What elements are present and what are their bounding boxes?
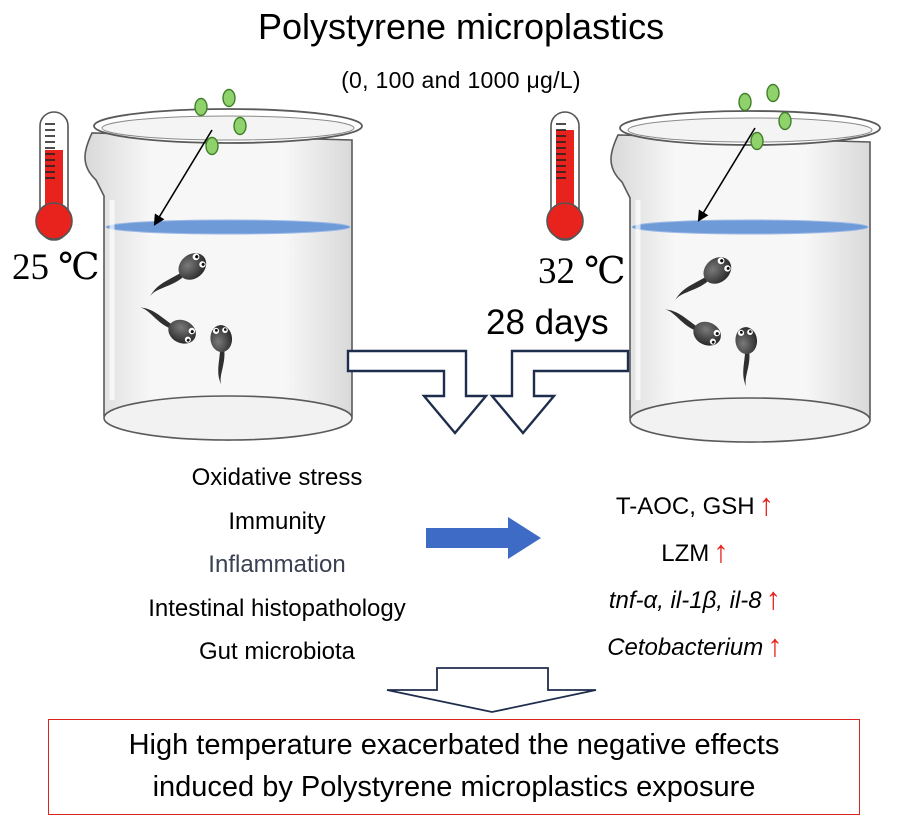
result-arrow xyxy=(426,517,541,559)
right-thermometer xyxy=(546,111,584,241)
increase-arrow-icon: ↑ xyxy=(767,628,783,663)
results-list: T-AOC, GSH↑ LZM↑ tnf-α, il-1β, il-8↑ Cet… xyxy=(560,482,830,670)
conclusion-arrow xyxy=(386,667,597,713)
increase-arrow-icon: ↑ xyxy=(758,487,775,522)
right-temperature-label: 32 ℃ xyxy=(538,251,626,292)
left-hollow-arrow xyxy=(346,349,489,435)
result-item: T-AOC, GSH↑ xyxy=(560,482,830,529)
effect-item: Immunity xyxy=(228,507,326,535)
effect-item: Intestinal histopathology xyxy=(148,594,406,622)
increase-arrow-icon: ↑ xyxy=(713,534,729,569)
result-text: LZM xyxy=(661,540,710,567)
left-thermometer xyxy=(35,111,73,241)
measured-effects-list: Oxidative stress Immunity Inflammation I… xyxy=(92,456,462,674)
left-temperature-label: 25 ℃ xyxy=(12,247,100,288)
left-drop-arrow xyxy=(153,129,213,226)
result-text: Cetobacterium xyxy=(607,634,764,661)
result-text: tnf-α, il-1β, il-8 xyxy=(608,587,762,614)
left-beaker xyxy=(84,108,363,441)
concentration-label: (0, 100 and 1000 μg/L) xyxy=(341,67,581,93)
right-water-surface xyxy=(631,219,869,235)
conclusion-line: High temperature exacerbated the negativ… xyxy=(128,729,780,761)
result-text: T-AOC, GSH xyxy=(615,493,755,520)
right-drop-arrow xyxy=(697,127,756,222)
effect-item: Gut microbiota xyxy=(198,638,356,665)
right-hollow-arrow xyxy=(489,349,630,435)
result-item: LZM↑ xyxy=(560,529,830,576)
result-item: Cetobacterium↑ xyxy=(560,623,830,670)
result-item: tnf-α, il-1β, il-8↑ xyxy=(560,576,830,623)
diagram-title: Polystyrene microplastics xyxy=(257,6,665,47)
effect-item: Inflammation xyxy=(208,551,346,578)
left-microplastic-beads xyxy=(194,88,247,156)
effect-item: Oxidative stress xyxy=(191,464,363,491)
duration-label: 28 days xyxy=(486,303,609,342)
increase-arrow-icon: ↑ xyxy=(765,581,782,616)
right-microplastic-beads xyxy=(738,83,792,151)
left-water-surface xyxy=(105,219,351,235)
conclusion-box: High temperature exacerbated the negativ… xyxy=(48,719,860,815)
conclusion-line: induced by Polystyrene microplastics exp… xyxy=(152,771,756,803)
right-beaker xyxy=(610,110,881,443)
